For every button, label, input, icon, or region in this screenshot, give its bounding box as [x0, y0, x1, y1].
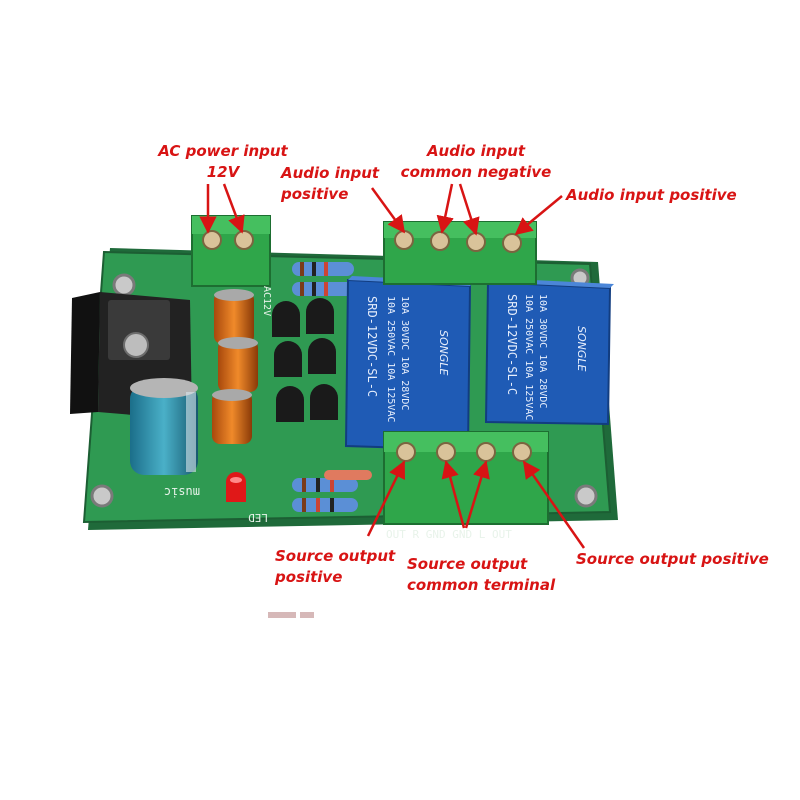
relay-left-rating: 10A 250VAC 10A 125VAC: [385, 296, 396, 422]
screw-icon: [396, 442, 416, 462]
screw-icon: [436, 442, 456, 462]
screw-icon: [512, 442, 532, 462]
screw-icon: [502, 233, 522, 253]
screw-icon: [202, 230, 222, 250]
silkscreen-output-labels: OUT R GND GND L OUT: [386, 528, 512, 541]
arrow-audio-common-2: [458, 183, 480, 236]
relay-right-rating2: 10A 30VDC 10A 28VDC: [537, 294, 548, 408]
arrow-audio-in-pos-right: [514, 195, 563, 236]
relay-right-brand: SONGLE: [575, 326, 588, 372]
relay-right-model: SRD-12VDC-SL-C: [505, 294, 519, 395]
screw-icon: [466, 232, 486, 252]
label-src-out-pos-right: Source output positive: [576, 550, 769, 568]
terminal-source-output: [383, 431, 549, 525]
label-audio-in-pos-left-line1: Audio input: [281, 164, 380, 182]
relay-left-model: SRD-12VDC-SL-C: [365, 296, 379, 397]
arrow-audio-in-pos-left: [370, 187, 406, 234]
resistors: [292, 262, 372, 512]
mounting-hole: [574, 484, 598, 508]
terminal-audio-input: [383, 221, 537, 285]
small-capacitors: [212, 289, 258, 444]
label-src-out-common-line1: Source output: [407, 555, 528, 573]
terminal-ac-power: [191, 215, 271, 287]
label-audio-in-common-line2: common negative: [400, 163, 552, 181]
led-indicator: [226, 472, 246, 502]
label-audio-in-common-line1: Audio input: [426, 142, 526, 160]
silkscreen-led: LED: [248, 511, 268, 524]
label-src-out-pos-left: Source output positive: [275, 546, 395, 588]
label-src-out-common: Source output common terminal: [407, 554, 555, 596]
label-ac-power-line1: AC power input: [158, 142, 288, 160]
screw-icon: [123, 332, 149, 358]
screw-icon: [476, 442, 496, 462]
label-src-out-pos-left-line1: Source output: [275, 547, 396, 565]
label-audio-in-pos-right: Audio input positive: [566, 186, 737, 204]
mounting-hole: [90, 484, 114, 508]
silkscreen-ac: AC12V: [261, 286, 272, 316]
label-ac-power-line2: 12V: [206, 163, 240, 181]
arrow-src-out-pos-right: [522, 460, 586, 549]
label-audio-in-pos-left-line2: positive: [281, 185, 349, 203]
silkscreen-music: music: [164, 485, 200, 499]
annotation-arrows: [199, 183, 586, 549]
label-ac-power: AC power input 12V: [148, 141, 298, 183]
arrow-src-common-2: [464, 460, 490, 529]
screw-icon: [430, 231, 450, 251]
arrow-ac-right: [222, 183, 245, 234]
label-src-out-common-line2: common terminal: [407, 576, 556, 594]
arrow-audio-common-1: [436, 183, 454, 234]
relay-left-brand: SONGLE: [437, 330, 450, 376]
screw-icon: [234, 230, 254, 250]
label-audio-in-common: Audio input common negative: [394, 141, 558, 183]
arrow-src-common-1: [441, 460, 466, 529]
screw-icon: [394, 230, 414, 250]
filter-capacitor: [130, 378, 198, 475]
faint-marks: [268, 612, 314, 618]
arrow-src-out-pos-left: [366, 460, 406, 537]
mounting-hole: [112, 273, 136, 297]
label-audio-in-pos-left: Audio input positive: [281, 163, 379, 205]
relay-right-rating: 10A 250VAC 10A 125VAC: [523, 294, 534, 420]
transistors: [272, 298, 338, 422]
label-src-out-pos-left-line2: positive: [275, 568, 343, 586]
relay-left-rating2: 10A 30VDC 10A 28VDC: [399, 296, 410, 410]
